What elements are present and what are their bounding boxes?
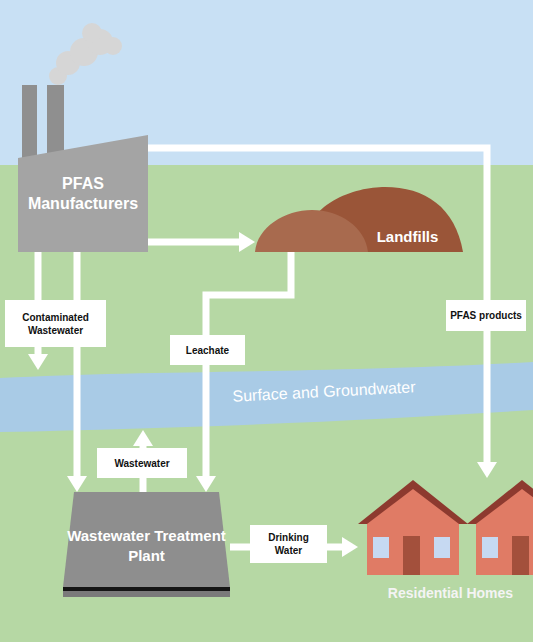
flow-arrow bbox=[196, 252, 291, 492]
flow-arrow bbox=[148, 148, 497, 478]
factory-building: PFAS Manufacturers bbox=[18, 135, 148, 252]
landfill-mound bbox=[255, 210, 368, 252]
smoke-puff bbox=[104, 37, 122, 55]
smoke-cloud bbox=[49, 23, 122, 85]
edge-label: Wastewater bbox=[97, 448, 187, 478]
treatment-plant: Wastewater Treatment Plant bbox=[63, 492, 230, 597]
edge-label: Contaminated Wastewater bbox=[5, 300, 106, 347]
edge-label: Leachate bbox=[170, 335, 245, 365]
node-label: Wastewater Treatment Plant bbox=[63, 526, 230, 565]
edge-label: PFAS products bbox=[446, 300, 526, 331]
arrow-line bbox=[230, 544, 345, 551]
landfill-mounds: Landfills bbox=[255, 187, 463, 252]
flow-arrow bbox=[28, 252, 48, 370]
node-label: Landfills bbox=[360, 227, 455, 247]
node-outline bbox=[63, 492, 230, 597]
house bbox=[467, 480, 533, 575]
river-shape bbox=[0, 362, 533, 432]
arrow-line bbox=[140, 443, 147, 492]
flow-arrow bbox=[148, 232, 255, 252]
smoke-puff bbox=[87, 29, 113, 55]
arrow-line bbox=[148, 148, 487, 465]
edge-label: Drinking Water bbox=[250, 525, 327, 563]
arrow-line bbox=[35, 252, 42, 357]
flow-arrow bbox=[133, 430, 153, 492]
house-wall bbox=[367, 489, 459, 575]
arrow-head bbox=[67, 476, 87, 492]
arrow-line bbox=[206, 252, 291, 479]
factory-shape bbox=[18, 135, 148, 252]
flow-arrow bbox=[67, 252, 87, 492]
flow-arrow bbox=[230, 537, 358, 557]
plant-base-line bbox=[63, 587, 230, 591]
house-window bbox=[434, 537, 450, 558]
house-door bbox=[403, 536, 420, 575]
house-wall bbox=[476, 489, 533, 575]
arrow-head bbox=[342, 537, 358, 557]
arrow-head bbox=[133, 430, 153, 446]
house-window bbox=[482, 537, 498, 558]
house bbox=[358, 480, 468, 575]
river-band: Surface and Groundwater bbox=[0, 370, 533, 430]
node-label: PFAS Manufacturers bbox=[18, 174, 148, 214]
house-window bbox=[373, 537, 389, 558]
sky bbox=[0, 0, 533, 165]
plant-base bbox=[63, 591, 230, 597]
arrow-line bbox=[148, 239, 242, 246]
arrow-line bbox=[74, 252, 81, 479]
plant-shape bbox=[63, 492, 230, 587]
house-group: Residential Homes bbox=[358, 478, 533, 605]
smoke-puff bbox=[56, 51, 80, 75]
smoke-puff bbox=[70, 38, 98, 66]
node-outline bbox=[18, 135, 148, 252]
house-door bbox=[512, 536, 529, 575]
node-label: Residential Homes bbox=[358, 584, 533, 602]
arrow-head bbox=[477, 462, 497, 478]
smoke-puff bbox=[82, 23, 102, 43]
chimney bbox=[22, 85, 37, 165]
arrow-head bbox=[196, 476, 216, 492]
arrow-head bbox=[28, 354, 48, 370]
smoke-puff bbox=[49, 67, 67, 85]
arrow-head bbox=[239, 232, 255, 252]
